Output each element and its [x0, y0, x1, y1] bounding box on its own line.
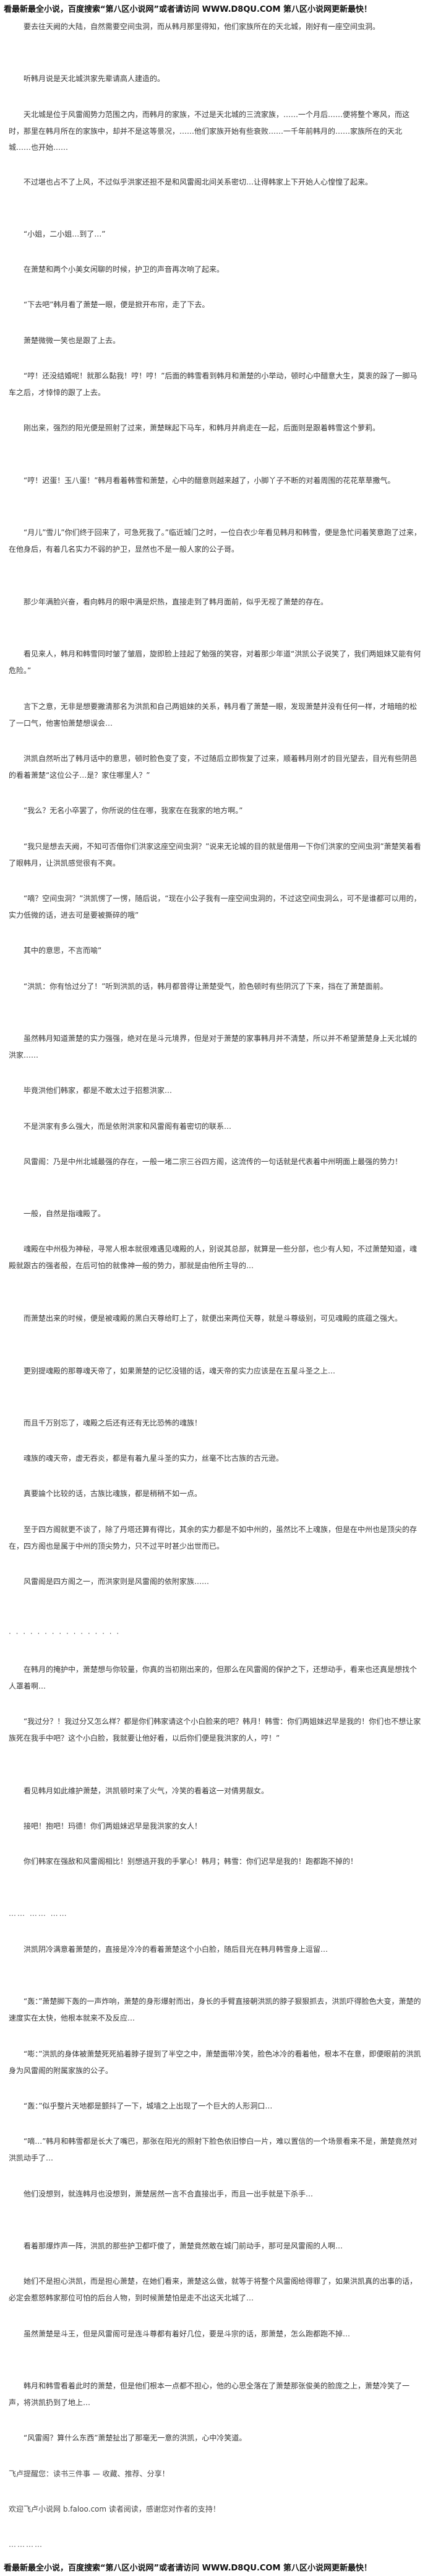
paragraph: “我只是想去天阙，不知可否借你们洪家这座空间虫洞？”说来无论城的目的就是借用一下… — [9, 842, 421, 868]
paragraph: 洪凯自然听出了韩月话中的意思，顿时脸色变了变，不过随后立即恢复了过来，顺着韩月刚… — [9, 754, 418, 780]
paragraph: “我过分？！我过分又怎么样？都是你们韩家请这个小白脸来的吧？韩月！韩雪：你们两姐… — [9, 1717, 421, 1743]
paragraph: 魂族的魂天帝，虚无吞炎，都是有着九星斗圣的实力，丝毫不比古族的古元逊。 — [24, 1454, 284, 1463]
paragraph: “我么？无名小卒罢了，你所说的住在哪，我家在在我家的地方啊。” — [24, 806, 243, 815]
paragraph: “嘀？空间虫洞？”洪凯愣了一愣，随后说，“现在小公子我有一座空间虫洞的，不过这空… — [9, 894, 421, 920]
paragraph: 你们韩家在强敌和风雷阁相比！别想逃开我的手掌心！韩月；韩雪：你们迟早是我的！跑都… — [24, 1857, 358, 1866]
paragraph: “轰：”萧楚脚下轰的一声炸响，萧楚的身形爆射而出，身长的手臂直接朝洪凯的脖子狠狠… — [9, 1997, 421, 2022]
paragraph: 而萧楚出来的时候，便是被魂殿的黑白天尊给盯上了，就便出来两位天尊，就是斗尊级别，… — [24, 1314, 403, 1323]
chapter-body: 要去往天阙的大陆，自然需要空间虫洞，而从韩月那里得知，他们家族所在的天北城，刚好… — [0, 19, 433, 2555]
paragraph: “洪凯：你有恰过分了！”听到洪凯的话，韩月都曾得让萧楚受气，脸色顿时有些阴沉了下… — [24, 982, 388, 991]
paragraph: 一般，自然是指魂殿了。 — [24, 1209, 106, 1218]
site-banner-top: 看最新最全小说，百度搜索“第八区小说网”或者请访问 WWW.D8QU.COM 第… — [4, 5, 372, 14]
paragraph: 她们不是担心洪凯，而是担心萧楚，在她们看来，萧楚这么做，就等于将整个风雷阁给得罪… — [9, 2277, 418, 2302]
paragraph: 其中的意思，不言而喻” — [24, 946, 102, 955]
paragraph: “哼！迟蛋！玉八蛋！”韩月看着韩雪和萧楚，心中的醋意则越来越了，小脚丫子不断的对… — [24, 476, 395, 485]
paragraph: 天北城是位于风雷阁势力范围之内，而韩月的家族，不过是天北城的三流家族，……一个月… — [9, 110, 410, 152]
paragraph: 不是洪家有多么强大，而是依附洪家和风雷阁有着密切的联系… — [24, 1122, 232, 1131]
paragraph: 飞卢提醒您：读书三件事 — 收藏、推荐、分享！ — [9, 2469, 169, 2478]
paragraph: 看着那爆炸声一阵，洪凯的那些护卫都吓傻了，萧楚竟然敢在城门前动手，那可是风雷阁的… — [24, 2242, 343, 2250]
paragraph: “月儿”雪儿”你们终于回来了，可急死我了。”临近城门之时，一位白衣少年看见韩月和… — [9, 528, 421, 554]
site-banner-bottom: 看最新最全小说，百度搜索“第八区小说网”或者请访问 WWW.D8QU.COM 第… — [4, 2564, 372, 2573]
paragraph: 看见韩月如此维护萧楚，洪凯顿时来了火气，冷笑的看着这一对倩男靓女。 — [24, 1786, 269, 1795]
paragraph: 真要論个比较的话，古族比魂族，都是稍稍不如一点。 — [24, 1489, 202, 1498]
paragraph: 在韩月的掩护中，萧楚想与你较量，你真的当初刚出来的，但那么在风雷阁的保护之下，还… — [9, 1665, 418, 1690]
paragraph: · · · · · · · · · · · · · · · · — [9, 1629, 121, 1638]
paragraph: 欢迎飞卢小说网 b.faloo.com 读者阅读，感谢您对作者的支持！ — [9, 2505, 220, 2513]
paragraph: 风雷阁是四方阁之一，而洪家则是风雷阁的依附家族…… — [24, 1577, 210, 1586]
paragraph: …… …… …… — [9, 1909, 68, 1918]
paragraph: ………… — [9, 2540, 43, 2549]
paragraph: 虽然萧楚是斗王，但是风雷阁可是连斗尊都有着好几位，要是斗宗的话，那萧楚，怎么跑都… — [24, 2330, 351, 2338]
paragraph: “下去吧”韩月看了萧楚一眼，便是掀开布帘，走了下去。 — [24, 300, 210, 309]
paragraph: 萧楚微微一笑也是跟了上去。 — [24, 336, 121, 345]
paragraph: 韩月和韩雪看着此时的萧楚，但是他们根本一点都不担心，他的心思全落在了萧楚那张俊美… — [9, 2382, 410, 2407]
paragraph: 言下之意，无非是想要撇清那名为洪凯和自己两姐妹的关系，韩月看了萧楚一眼，发现萧楚… — [9, 702, 418, 728]
paragraph: “轰：”似乎整片天地都是颤抖了一下，城墙之上出现了一个巨大的人形洞口… — [24, 2102, 273, 2110]
paragraph: 魂殿在中州极为神秘，寻常人根本就很难遇见魂殿的人，别说其总部，就算是一些分部，也… — [9, 1245, 418, 1270]
paragraph: 风雷阁：乃是中州北城最强的存在，一般一堵二宗三谷四方阁，这流传的一句话就是代表着… — [24, 1157, 403, 1166]
paragraph: 看见来人，韩月和韩雪同时皱了皱眉，旋即脸上挂起了勉强的笑容，对着那少年道“洪凯公… — [9, 650, 421, 675]
paragraph: 更别提魂殿的那尊魂天帝了，如果萧楚的记忆没错的话，魂天帝的实力应该是在五星斗圣之… — [24, 1367, 336, 1375]
paragraph: “风雷阁？算什么东西”萧楚扯出了那毫无一意的洪凯，心中冷笑道。 — [24, 2434, 247, 2442]
paragraph: “嘀…”韩月和韩雪都是长大了嘴巴，那张在阳光的照射下脸色依旧惨白一片，难以置信的… — [9, 2137, 418, 2162]
paragraph: 接吧！抱吧！玛德！你们两姐妹迟早是我洪家的女人！ — [24, 1822, 202, 1830]
paragraph: “嘭：”洪凯的身体被萧楚死死掐着脖子提到了半空之中，萧楚面带冷笑，脸色冰冷的看着… — [9, 2050, 421, 2075]
paragraph: 而且千万别忘了，魂殿之后还有还有无比恐怖的魂族！ — [24, 1419, 202, 1427]
paragraph: 至于四方阁就更不谈了，除了丹塔还算有得比，其余的实力都是不如中州的，虽然比不上魂… — [9, 1525, 418, 1551]
paragraph: 听韩月说是天北城洪家先辈请高人建造的。 — [24, 74, 165, 83]
paragraph: 不过堪也占不了上风，不过似乎洪家还担不是和风雷阁北间关系密切…让得韩家上下开始人… — [24, 178, 373, 186]
paragraph: 他们没想到，就连韩月也没想到，萧楚居然一言不合直接出手，而且一出手就是下杀手… — [24, 2190, 314, 2198]
paragraph: 洪凯阴冷满意着萧楚的，直接是冷冷的看着萧楚这个小白脸，随后目光在韩月韩雪身上逗留… — [24, 1945, 328, 1954]
paragraph: 在萧楚和两个小美女闲聊的时候，护卫的声音再次响了起来。 — [24, 265, 225, 274]
paragraph: 虽然韩月知道萧楚的实力强强，绝对在是斗元境界，但是对于萧楚的家事韩月并不清楚，所… — [9, 1034, 418, 1060]
paragraph: 刚出来，强烈的阳光便是照射了过来，萧楚眯起下马车，和韩月并肩走在一起，后面则是跟… — [24, 424, 380, 432]
paragraph: “小姐，二小姐…到了…” — [24, 230, 106, 238]
paragraph: 要去往天阙的大陆，自然需要空间虫洞，而从韩月那里得知，他们家族所在的天北城，刚好… — [24, 22, 380, 31]
paragraph: 毕竟洪他们韩家，都是不敢太过于招惹洪家… — [24, 1086, 173, 1095]
paragraph: “哼！还没结婚呢！就那么黏我！哼！哼！”后面的韩雪看到韩月和萧楚的小举动，顿时心… — [9, 372, 418, 397]
paragraph: 那少年满脸兴奋，看向韩月的眼中满是炽热，直接走到了韩月面前，似乎无视了萧楚的存在… — [24, 598, 328, 606]
